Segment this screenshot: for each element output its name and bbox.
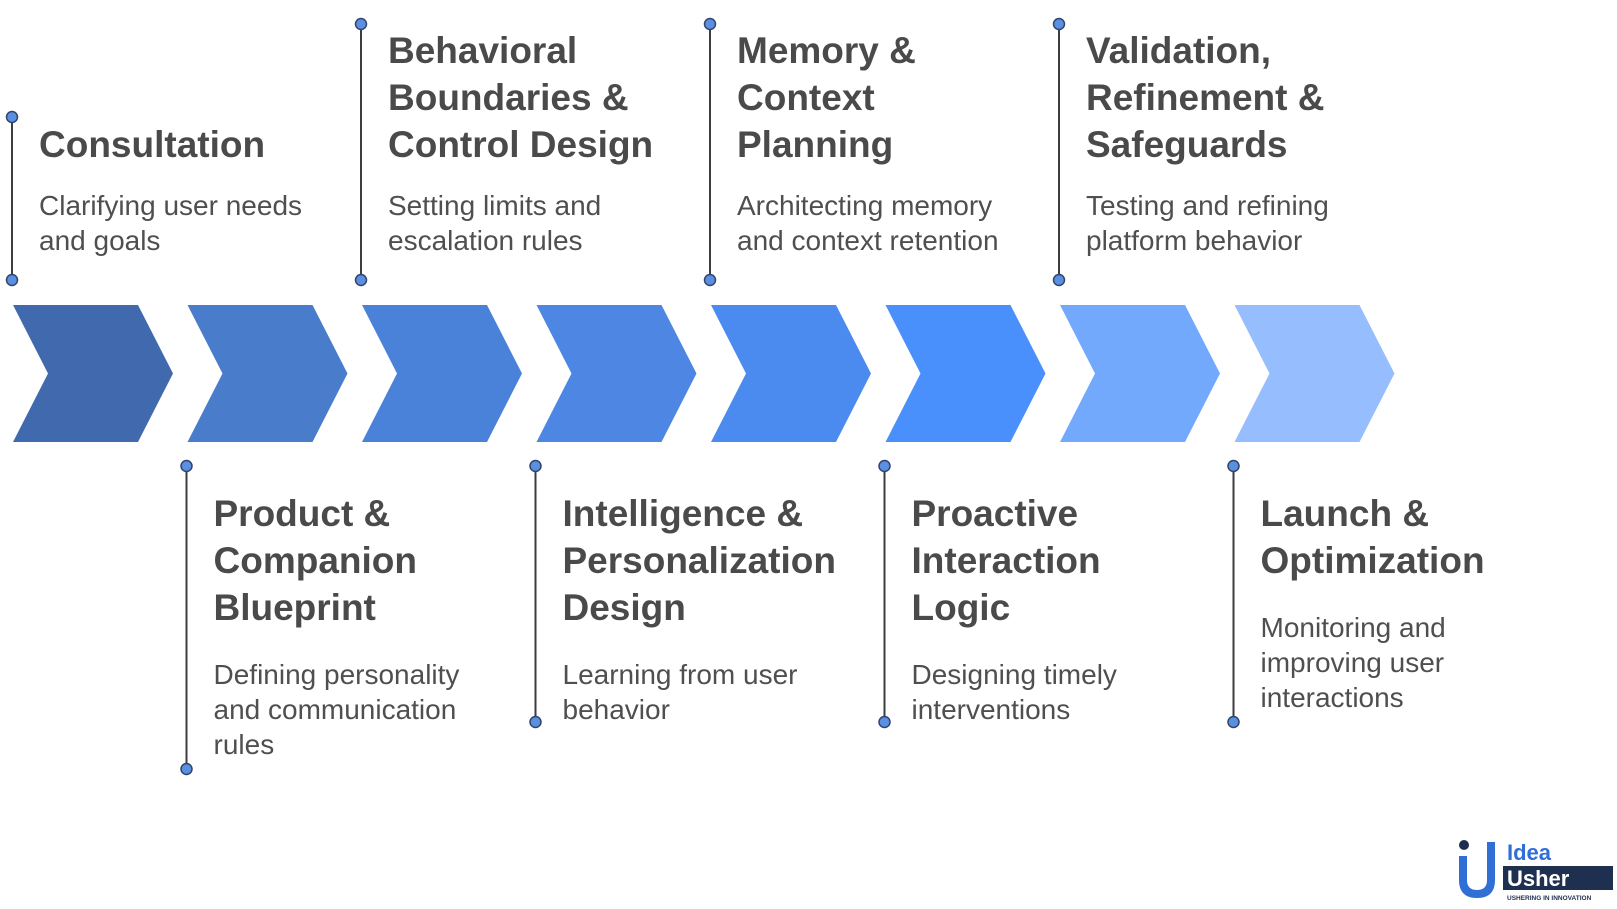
step-title: Consultation [39, 124, 266, 165]
connector-dot-7-end [1052, 273, 1066, 287]
step-title: Launch & Optimization [1260, 493, 1485, 581]
chevron-step-2 [187, 305, 348, 442]
logo-usher-box [1503, 866, 1613, 890]
step-title: Behavioral Boundaries & Control Design [388, 30, 654, 165]
step-description: Setting limits and escalation rules [388, 190, 602, 256]
connector-dot-1-end [5, 273, 19, 287]
step-description: Defining personality and communication r… [213, 659, 460, 760]
connector-dot-8-start [1227, 459, 1240, 473]
connector-dot-1-start [5, 110, 19, 124]
connector-dot-2-start [180, 459, 193, 473]
connector-dot-6-start [878, 459, 891, 473]
chevron-step-4 [536, 305, 697, 442]
step-title: Intelligence & Personalization Design [562, 493, 836, 628]
step-title: Validation, Refinement & Safeguards [1086, 30, 1325, 165]
chevron-step-8 [1234, 305, 1395, 442]
step-description: Designing timely interventions [911, 659, 1117, 725]
step-description: Monitoring and improving user interactio… [1260, 612, 1446, 713]
step-title: Memory & Context Planning [737, 30, 916, 165]
connector-dot-5-start [703, 17, 717, 31]
logo-text-idea: Idea [1507, 840, 1552, 865]
connector-lines [5, 17, 1240, 776]
step-title: Product & Companion Blueprint [213, 493, 417, 628]
chevron-row [13, 305, 1395, 442]
logo-dot [1459, 840, 1469, 850]
idea-usher-logo: Idea Usher USHERING IN INNOVATION [1455, 838, 1615, 904]
connector-dot-7-start [1052, 17, 1066, 31]
connector-dot-3-start [354, 17, 368, 31]
step-description: Learning from user behavior [562, 659, 798, 725]
step-description: Architecting memory and context retentio… [737, 190, 999, 256]
logo-tagline: USHERING IN INNOVATION [1507, 895, 1592, 902]
chevron-step-7 [1060, 305, 1220, 442]
connector-dot-5-end [703, 273, 717, 287]
chevron-step-1 [13, 305, 173, 442]
step-description: Clarifying user needs and goals [39, 190, 303, 256]
chevron-step-5 [711, 305, 871, 442]
logo-u-icon [1459, 842, 1495, 898]
chevron-step-3 [362, 305, 522, 442]
connector-dot-6-end [878, 715, 891, 729]
connector-dot-4-end [529, 715, 542, 729]
step-title: Proactive Interaction Logic [911, 493, 1101, 628]
chevron-step-6 [885, 305, 1046, 442]
logo-text-usher: Usher [1507, 866, 1570, 891]
step-description: Testing and refining platform behavior [1086, 190, 1329, 256]
connector-dot-4-start [529, 459, 542, 473]
connector-dot-8-end [1227, 715, 1240, 729]
connector-dot-2-end [180, 762, 193, 776]
connector-dot-3-end [354, 273, 368, 287]
